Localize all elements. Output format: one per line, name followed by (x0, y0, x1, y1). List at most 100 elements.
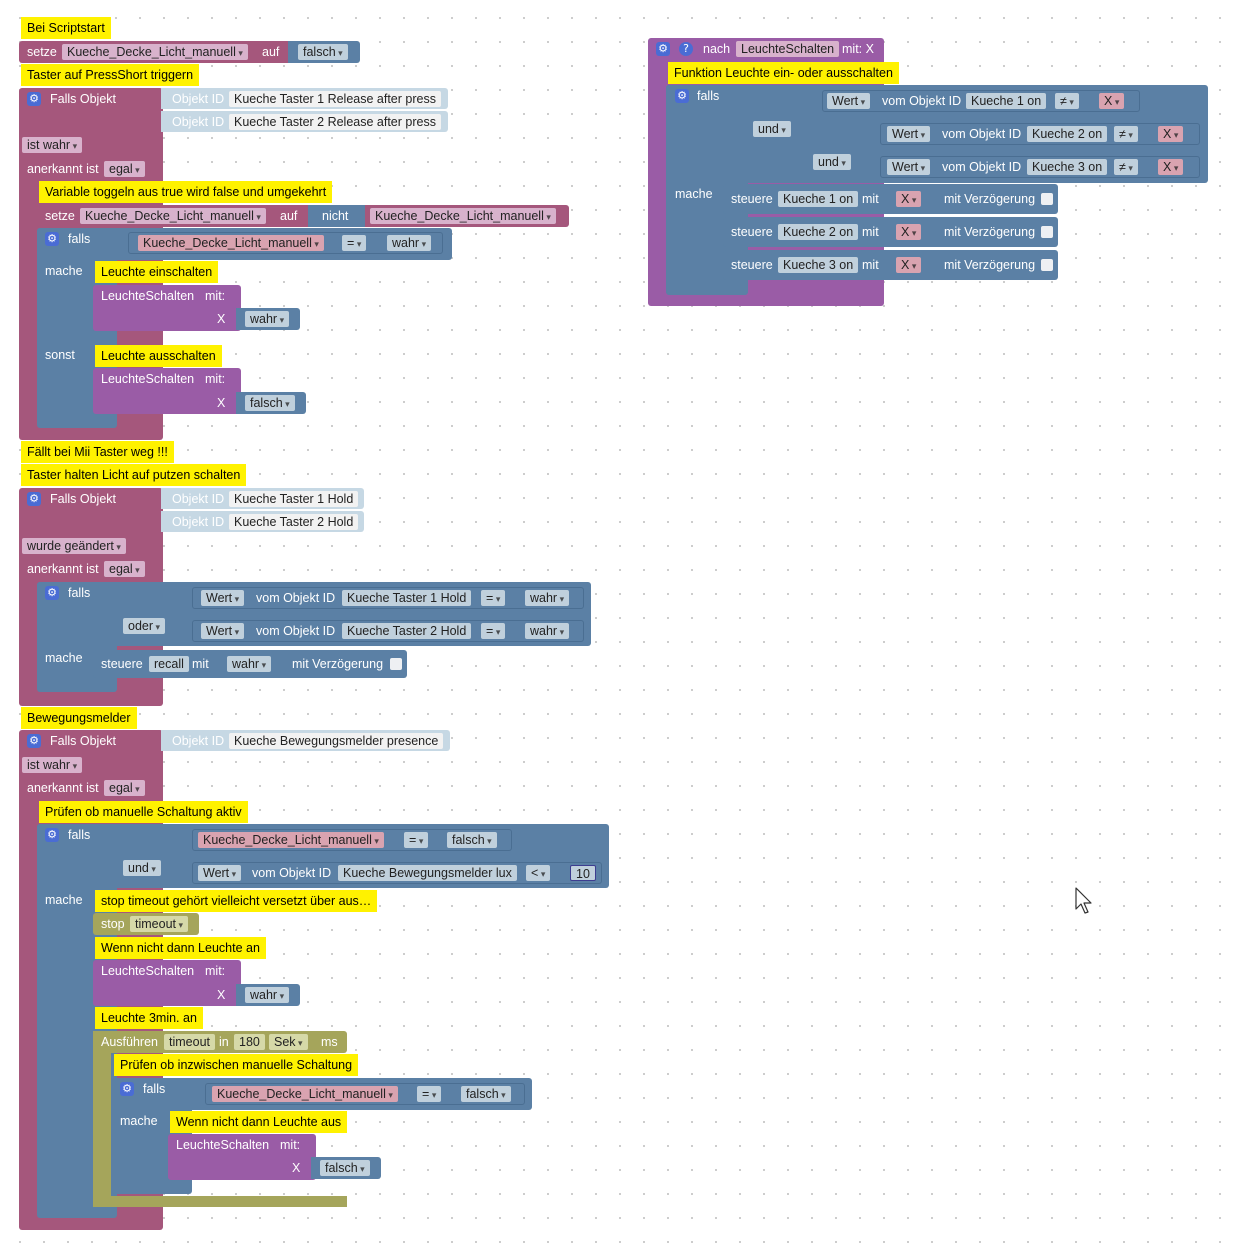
variable-dropdown[interactable]: Kueche_Decke_Licht_manuell (370, 208, 556, 224)
operator-dropdown[interactable]: ≠ (1055, 93, 1079, 109)
function-name-field[interactable]: LeuchteSchalten (736, 41, 840, 57)
und-dropdown[interactable]: und (753, 121, 791, 137)
wurde-geaendert-dropdown[interactable]: wurde geändert (22, 538, 126, 554)
gear-icon[interactable]: ⚙ (120, 1082, 134, 1096)
operator-dropdown[interactable]: ≠ (1114, 126, 1138, 142)
comment-pruefen-manuell[interactable]: Prüfen ob manuelle Schaltung aktiv (39, 801, 248, 823)
recall-field[interactable]: recall (149, 656, 189, 672)
gear-icon[interactable]: ⚙ (45, 586, 59, 600)
wahr-dropdown[interactable]: wahr (525, 590, 570, 606)
egal-dropdown[interactable]: egal (104, 561, 145, 577)
objekt-field[interactable]: Kueche Taster 1 Release after press (229, 91, 441, 107)
wert-dropdown[interactable]: Wert (887, 159, 931, 175)
operator-dropdown[interactable]: = (417, 1086, 442, 1102)
verzoegerung-checkbox[interactable] (1041, 193, 1053, 205)
egal-dropdown[interactable]: egal (104, 780, 145, 796)
sek-dropdown[interactable]: Sek (269, 1034, 308, 1050)
objekt-field[interactable]: Kueche 1 on (778, 191, 859, 207)
objekt-field[interactable]: Kueche 2 on (1027, 126, 1108, 142)
number-field[interactable]: 10 (570, 865, 596, 881)
comment-taster-halten[interactable]: Taster halten Licht auf putzen schalten (21, 464, 247, 486)
falsch-dropdown[interactable]: falsch (447, 832, 497, 848)
wahr-dropdown[interactable]: wahr (245, 311, 290, 327)
wert-dropdown[interactable]: Wert (201, 623, 245, 639)
oder-dropdown[interactable]: oder (123, 618, 166, 634)
comment-3min[interactable]: Leuchte 3min. an (95, 1007, 203, 1029)
wahr-dropdown[interactable]: wahr (387, 235, 432, 251)
x-dropdown[interactable]: X (896, 191, 922, 207)
falsch-dropdown[interactable]: falsch (320, 1160, 370, 1176)
gear-icon[interactable]: ⚙ (656, 42, 670, 56)
wert-dropdown[interactable]: Wert (827, 93, 871, 109)
ist-wahr-dropdown[interactable]: ist wahr (22, 757, 83, 773)
operator-dropdown[interactable]: = (342, 235, 367, 251)
comment-wenn-an[interactable]: Wenn nicht dann Leuchte an (95, 937, 266, 959)
verzoegerung-checkbox[interactable] (1041, 259, 1053, 271)
objekt-field[interactable]: Kueche Taster 2 Hold (342, 623, 472, 639)
comment-stop-timeout[interactable]: stop timeout gehört vielleicht versetzt … (95, 890, 378, 912)
operator-dropdown[interactable]: = (404, 832, 429, 848)
verzoegerung-checkbox[interactable] (1041, 226, 1053, 238)
gear-icon[interactable]: ⚙ (27, 92, 41, 106)
comment-mii-taster[interactable]: Fällt bei Mii Taster weg !!! (21, 441, 174, 463)
wahr-dropdown[interactable]: wahr (525, 623, 570, 639)
ist-wahr-dropdown[interactable]: ist wahr (22, 137, 83, 153)
nicht-socket[interactable] (308, 205, 370, 227)
objekt-field[interactable]: Kueche Taster 2 Release after press (229, 114, 441, 130)
verzoegerung-checkbox[interactable] (390, 658, 402, 670)
gear-icon[interactable]: ⚙ (45, 232, 59, 246)
wert-dropdown[interactable]: Wert (198, 865, 242, 881)
comment-pressshort[interactable]: Taster auf PressShort triggern (21, 64, 200, 86)
und-dropdown[interactable]: und (123, 860, 161, 876)
comment-wenn-aus[interactable]: Wenn nicht dann Leuchte aus (170, 1111, 348, 1133)
objekt-field[interactable]: Kueche Taster 1 Hold (229, 491, 359, 507)
x-dropdown[interactable]: X (1158, 126, 1184, 142)
operator-dropdown[interactable]: = (481, 590, 506, 606)
objekt-field[interactable]: Kueche 3 on (1027, 159, 1108, 175)
wahr-dropdown[interactable]: wahr (245, 987, 290, 1003)
operator-dropdown[interactable]: < (526, 865, 551, 881)
objekt-field[interactable]: Kueche 1 on (966, 93, 1047, 109)
gear-icon[interactable]: ⚙ (45, 828, 59, 842)
operator-dropdown[interactable]: = (481, 623, 506, 639)
operator-dropdown[interactable]: ≠ (1114, 159, 1138, 175)
variable-dropdown[interactable]: Kueche_Decke_Licht_manuell (212, 1086, 398, 1102)
gear-icon[interactable]: ⚙ (27, 492, 41, 506)
x-dropdown[interactable]: X (1158, 159, 1184, 175)
timeout-dropdown[interactable]: timeout (130, 916, 189, 932)
comment-leuchte-ausschalten[interactable]: Leuchte ausschalten (95, 345, 222, 367)
objekt-field[interactable]: Kueche Bewegungsmelder lux (338, 865, 517, 881)
comment-bewegungsmelder[interactable]: Bewegungsmelder (21, 707, 137, 729)
variable-dropdown[interactable]: Kueche_Decke_Licht_manuell (80, 208, 266, 224)
falsch-dropdown[interactable]: falsch (245, 395, 295, 411)
egal-dropdown[interactable]: egal (104, 161, 145, 177)
comment-bei-scriptstart[interactable]: Bei Scriptstart (21, 17, 111, 39)
variable-dropdown[interactable]: Kueche_Decke_Licht_manuell (138, 235, 324, 251)
x-dropdown[interactable]: X (1099, 93, 1125, 109)
objekt-field[interactable]: Kueche Taster 1 Hold (342, 590, 472, 606)
number-field[interactable]: 180 (234, 1034, 265, 1050)
gear-icon[interactable]: ⚙ (27, 734, 41, 748)
und-dropdown[interactable]: und (813, 154, 851, 170)
objekt-field[interactable]: Kueche 3 on (778, 257, 859, 273)
wahr-dropdown[interactable]: wahr (227, 656, 272, 672)
gear-icon[interactable]: ⚙ (675, 89, 689, 103)
objekt-field[interactable]: Kueche Taster 2 Hold (229, 514, 359, 530)
x-dropdown[interactable]: X (896, 224, 922, 240)
falsch-dropdown[interactable]: falsch (461, 1086, 511, 1102)
leuchteschalten-call-block[interactable] (93, 285, 241, 331)
comment-pruefen-inzwischen[interactable]: Prüfen ob inzwischen manuelle Schaltung (114, 1054, 359, 1076)
leuchteschalten-call-block[interactable] (168, 1134, 316, 1180)
x-dropdown[interactable]: X (896, 257, 922, 273)
wert-dropdown[interactable]: Wert (201, 590, 245, 606)
falsch-dropdown[interactable]: falsch (298, 44, 348, 60)
objekt-field[interactable]: Kueche Bewegungsmelder presence (229, 733, 444, 749)
comment-toggle[interactable]: Variable toggeln aus true wird false und… (39, 181, 333, 203)
leuchteschalten-call-block[interactable] (93, 960, 241, 1006)
variable-dropdown[interactable]: Kueche_Decke_Licht_manuell (62, 44, 248, 60)
leuchteschalten-call-block[interactable] (93, 368, 241, 414)
objekt-field[interactable]: Kueche 2 on (778, 224, 859, 240)
wert-dropdown[interactable]: Wert (887, 126, 931, 142)
comment-leuchte-einschalten[interactable]: Leuchte einschalten (95, 261, 219, 283)
timeout-field[interactable]: timeout (164, 1034, 215, 1050)
